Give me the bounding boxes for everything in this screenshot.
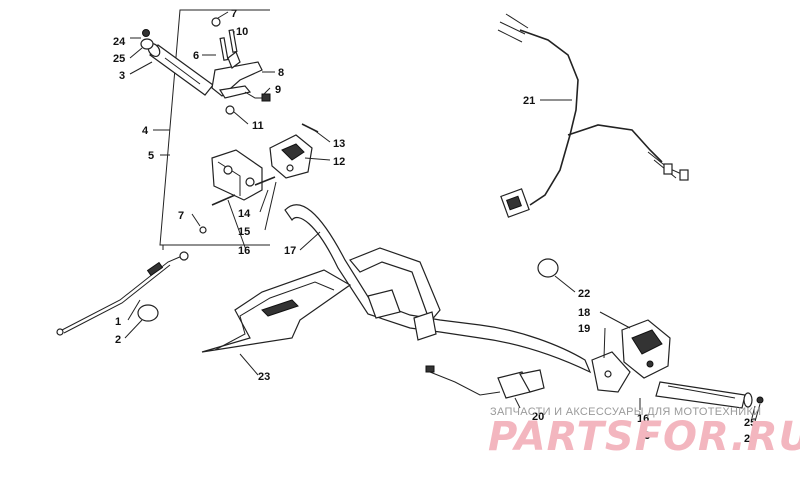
screw-7b [199, 226, 207, 234]
label-13: 13 [333, 138, 345, 150]
label-25-left: 25 [113, 53, 125, 65]
label-16-left: 16 [238, 245, 250, 257]
lever-nut [225, 105, 235, 115]
label-24-right: 24 [744, 433, 757, 445]
screw-16 [211, 194, 236, 206]
heater-connector [425, 365, 545, 399]
label-4: 4 [142, 125, 149, 137]
watermark-brand: PARTSFOR.RU [488, 414, 800, 460]
right-grip-tube [655, 381, 764, 409]
label-1: 1 [115, 316, 121, 328]
left-switch-housing [211, 149, 263, 201]
label-24-left: 24 [113, 36, 126, 48]
label-8: 8 [278, 67, 284, 79]
throttle-housing [269, 134, 313, 179]
cable-clamp [137, 304, 159, 322]
label-10: 10 [236, 26, 248, 38]
label-22: 22 [578, 288, 590, 300]
label-23: 23 [258, 371, 270, 383]
label-2: 2 [115, 334, 121, 346]
part-labels: 24 25 3 4 5 6 7 10 8 9 11 13 12 14 15 16… [113, 8, 757, 445]
label-17: 17 [284, 245, 296, 257]
wiring-harness [497, 13, 689, 218]
brake-lever [211, 17, 263, 97]
label-15: 15 [238, 226, 250, 238]
throttle-cable [56, 251, 189, 336]
label-5: 5 [148, 150, 154, 162]
label-3-right: 3 [644, 430, 650, 442]
label-18: 18 [578, 307, 590, 319]
watermark: ЗАПЧАСТИ И АКСЕССУАРЫ ДЛЯ МОТОТЕХНИКИ PA… [488, 406, 800, 460]
label-14: 14 [238, 208, 251, 220]
label-7-top: 7 [231, 8, 237, 20]
wire-ring-22 [537, 258, 559, 278]
handlebar [284, 204, 592, 374]
right-mount-19 [591, 351, 631, 393]
label-25-right: 25 [744, 417, 756, 429]
label-3-left: 3 [119, 70, 125, 82]
handlebar-pad [201, 269, 352, 353]
brake-switch [219, 85, 271, 102]
right-switch-housing [621, 319, 671, 379]
watermark-tagline: ЗАПЧАСТИ И АКСЕССУАРЫ ДЛЯ МОТОТЕХНИКИ [490, 406, 761, 418]
label-16-right: 16 [637, 413, 649, 425]
label-11: 11 [252, 120, 264, 132]
label-20: 20 [532, 411, 544, 423]
label-19: 19 [578, 323, 590, 335]
left-grip-tube [147, 42, 214, 96]
label-12: 12 [333, 156, 345, 168]
label-9: 9 [275, 84, 281, 96]
screw-15 [254, 176, 276, 186]
label-7-bottom: 7 [178, 210, 184, 222]
label-6: 6 [193, 50, 199, 62]
label-21: 21 [523, 95, 535, 107]
leader-lines [124, 11, 761, 433]
grip-end-cap [140, 29, 154, 50]
assembly-bracket [159, 9, 270, 250]
